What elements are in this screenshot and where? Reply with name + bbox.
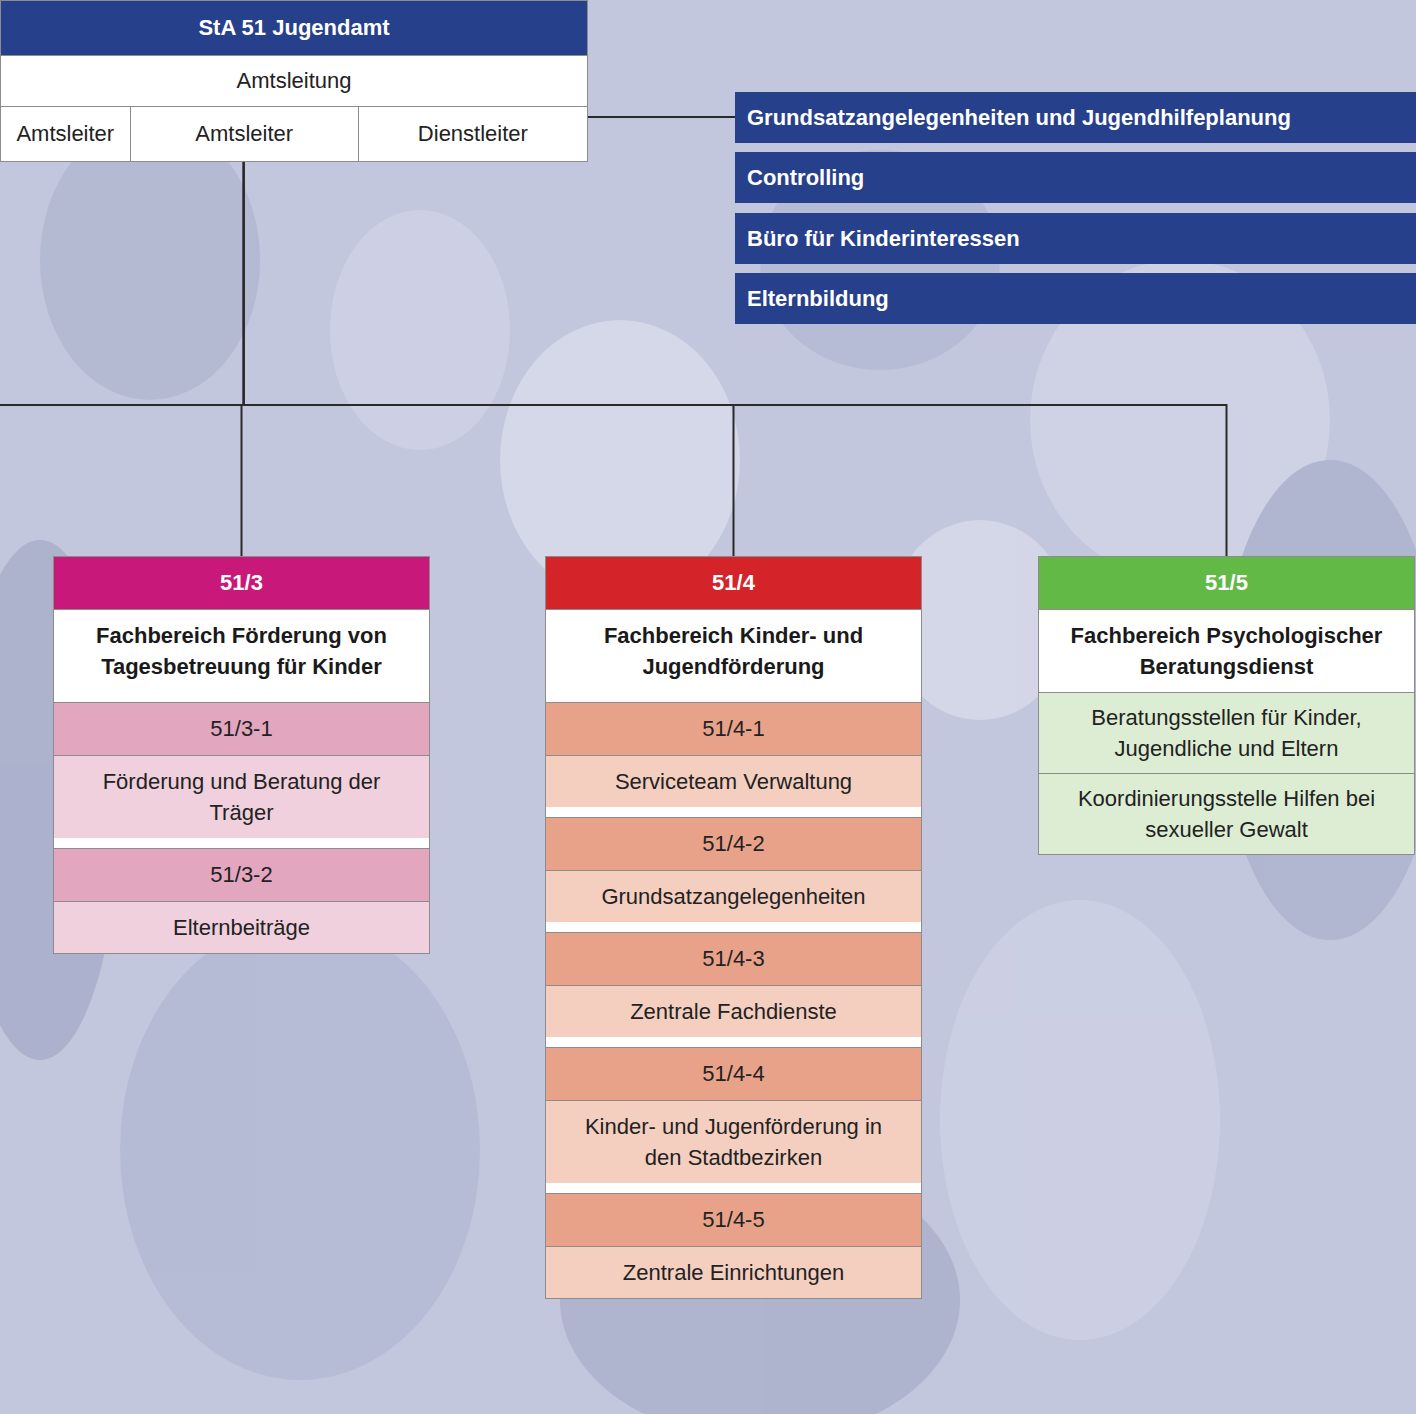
bar-label: Büro für Kinderinteressen: [735, 213, 1416, 264]
dept-title: Fachbereich Psychologischer Beratungsdie…: [1039, 609, 1414, 692]
top-box: StA 51 JugendamtAmtsleitungAmtsleiterAmt…: [0, 0, 588, 162]
sub-box: 51/4-4Kinder- und Jugenförderung in den …: [546, 1047, 921, 1183]
bar-label: Elternbildung: [735, 273, 1416, 324]
cell-box: Amtsleiter: [1, 107, 130, 161]
unit-name: Kinder- und Jugenförderung in den Stadtb…: [546, 1100, 921, 1183]
dept-title: Fachbereich Förderung von Tagesbetreuung…: [54, 609, 429, 692]
unit-name: Serviceteam Verwaltung: [546, 755, 921, 807]
item-box: Koordinierungsstelle Hilfen bei sexuelle…: [1039, 773, 1414, 854]
sub-box: 51/3-1Förderung und Beratung der Träger: [54, 702, 429, 838]
unit-name: Förderung und Beratung der Träger: [54, 755, 429, 838]
bar-box: Elternbildung: [735, 273, 1416, 324]
bar-box: Büro für Kinderinteressen: [735, 213, 1416, 264]
dept-number: 51/3: [54, 557, 429, 609]
org-connector: [244, 161, 734, 556]
dept-box: 51/3Fachbereich Förderung von Tagesbetre…: [53, 556, 430, 954]
item-box: Beratungsstellen für Kinder, Jugendliche…: [1039, 692, 1414, 773]
cell-box: Amtsleiter: [130, 107, 358, 161]
unit-number: 51/4-4: [546, 1048, 921, 1100]
org-connector: [587, 116, 735, 118]
unit-name: Beratungsstellen für Kinder, Jugendliche…: [1039, 693, 1414, 773]
unit-name: Grundsatzangelegenheiten: [546, 870, 921, 922]
cell-label: Amtsleiter: [1, 107, 130, 161]
unit-number: 51/4-5: [546, 1194, 921, 1246]
sub-box: 51/4-1Serviceteam Verwaltung: [546, 702, 921, 807]
sub-box: 51/4-3Zentrale Fachdienste: [546, 932, 921, 1037]
cell-box: Dienstleiter: [358, 107, 587, 161]
unit-number: 51/4-1: [546, 703, 921, 755]
subtitle-row: Amtsleitung: [1, 55, 587, 106]
bus-line: [0, 404, 243, 406]
sub-box: 51/3-2Elternbeiträge: [54, 848, 429, 953]
sub-box: 51/4-5Zentrale Einrichtungen: [546, 1193, 921, 1298]
photo-crowd: [0, 120, 1416, 1414]
cell-label: Amtsleiter: [131, 107, 358, 161]
dept-number: 51/4: [546, 557, 921, 609]
bar-label: Grundsatzangelegenheiten und Jugendhilfe…: [735, 92, 1416, 143]
unit-name: Zentrale Einrichtungen: [546, 1246, 921, 1298]
unit-number: 51/3-2: [54, 849, 429, 901]
dept-title: Fachbereich Kinder- und Jugendförderung: [546, 609, 921, 692]
unit-number: 51/4-2: [546, 818, 921, 870]
unit-number: 51/3-1: [54, 703, 429, 755]
cell-label: Dienstleiter: [359, 107, 587, 161]
cell-row: AmtsleiterAmtsleiterDienstleiter: [1, 106, 587, 161]
bar-box: Grundsatzangelegenheiten und Jugendhilfe…: [735, 92, 1416, 143]
title-bar: StA 51 Jugendamt: [1, 1, 587, 55]
unit-number: 51/4-3: [546, 933, 921, 985]
unit-name: Koordinierungsstelle Hilfen bei sexuelle…: [1039, 774, 1414, 854]
bar-label: Controlling: [735, 152, 1416, 203]
dept-box: 51/4Fachbereich Kinder- und Jugendförder…: [545, 556, 922, 1299]
unit-name: Elternbeiträge: [54, 901, 429, 953]
dept-box: 51/5Fachbereich Psychologischer Beratung…: [1038, 556, 1415, 855]
sub-box: 51/4-2Grundsatzangelegenheiten: [546, 817, 921, 922]
unit-name: Zentrale Fachdienste: [546, 985, 921, 1037]
bar-box: Controlling: [735, 152, 1416, 203]
dept-number: 51/5: [1039, 557, 1414, 609]
